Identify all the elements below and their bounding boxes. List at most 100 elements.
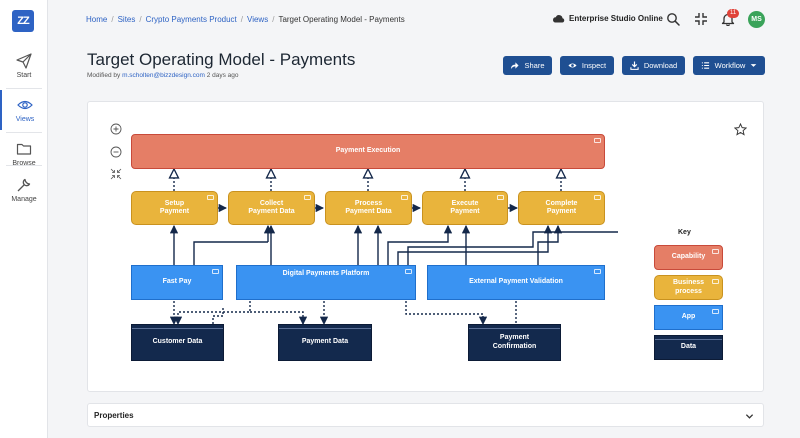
nav-label-manage: Manage bbox=[11, 196, 37, 203]
left-rail: ZZ Start Views Browse Manage bbox=[0, 0, 48, 438]
key-capability: Capability bbox=[654, 245, 723, 270]
app-type-icon bbox=[212, 269, 219, 274]
capability-type-icon bbox=[712, 249, 719, 254]
modified-by-link[interactable]: m.scholten@bizzdesign.com bbox=[122, 72, 205, 79]
process-type-icon bbox=[304, 195, 311, 200]
app-label: Fast Pay bbox=[162, 278, 192, 286]
process-label: Execute Payment bbox=[450, 199, 480, 215]
app-digital-payments-platform[interactable]: Digital Payments Platform bbox=[236, 265, 416, 300]
nav-item-manage[interactable]: Manage bbox=[0, 170, 48, 210]
notification-badge: 11 bbox=[727, 9, 740, 18]
process-process-payment-data[interactable]: Process Payment Data bbox=[325, 191, 412, 225]
share-arrow-icon bbox=[511, 62, 520, 70]
key-label: Business process bbox=[672, 279, 705, 295]
share-button[interactable]: Share bbox=[503, 56, 552, 75]
app-fast-pay[interactable]: Fast Pay bbox=[131, 265, 223, 300]
app-label: Digital Payments Platform bbox=[282, 270, 370, 277]
app-external-payment-validation[interactable]: External Payment Validation bbox=[427, 265, 605, 300]
chevron-down-icon bbox=[745, 414, 754, 419]
process-type-icon bbox=[497, 195, 504, 200]
cloud-icon bbox=[553, 15, 565, 23]
properties-panel-toggle[interactable]: Properties bbox=[87, 403, 764, 427]
app-label: External Payment Validation bbox=[469, 278, 563, 286]
process-execute-payment[interactable]: Execute Payment bbox=[422, 191, 508, 225]
data-payment-data[interactable]: Payment Data bbox=[278, 324, 372, 361]
process-type-icon bbox=[207, 195, 214, 200]
process-setup-payment[interactable]: Setup Payment bbox=[131, 191, 218, 225]
process-label: Complete Payment bbox=[545, 199, 578, 215]
download-button[interactable]: Download bbox=[622, 56, 685, 75]
collapse-icon[interactable] bbox=[694, 12, 708, 26]
process-type-icon bbox=[401, 195, 408, 200]
key-label: Capability bbox=[671, 253, 706, 261]
workflow-label: Workflow bbox=[714, 61, 746, 70]
key-label: App bbox=[681, 313, 696, 321]
modified-when: 2 days ago bbox=[206, 72, 239, 79]
search-icon[interactable] bbox=[666, 12, 680, 26]
share-label: Share bbox=[524, 61, 545, 70]
nav-label-views: Views bbox=[15, 116, 35, 123]
paper-plane-icon bbox=[16, 53, 32, 69]
breadcrumb: Home/Sites/Crypto Payments Product/Views… bbox=[86, 15, 405, 24]
nav-item-browse[interactable]: Browse bbox=[0, 134, 48, 174]
inspect-button[interactable]: Inspect bbox=[560, 56, 614, 75]
process-type-icon bbox=[594, 195, 601, 200]
process-label: Collect Payment Data bbox=[248, 199, 295, 215]
nav-item-views[interactable]: Views bbox=[0, 90, 48, 130]
avatar[interactable]: MS bbox=[748, 11, 765, 28]
breadcrumb-home[interactable]: Home bbox=[86, 15, 108, 24]
diagram-canvas[interactable]: Payment Execution Setup Payment Collect … bbox=[87, 101, 764, 392]
modified-prefix: Modified by bbox=[87, 72, 121, 79]
eye-icon bbox=[17, 100, 33, 110]
zoom-out-icon[interactable] bbox=[110, 146, 122, 158]
key-app: App bbox=[654, 305, 723, 330]
capability-payment-execution[interactable]: Payment Execution bbox=[131, 134, 605, 169]
fit-to-screen-icon[interactable] bbox=[110, 168, 122, 180]
app-logo[interactable]: ZZ bbox=[12, 10, 34, 32]
zoom-in-icon[interactable] bbox=[110, 123, 122, 135]
key-title: Key bbox=[678, 229, 691, 236]
process-type-icon bbox=[712, 279, 719, 284]
process-label: Process Payment Data bbox=[345, 199, 392, 215]
data-customer-data[interactable]: Customer Data bbox=[131, 324, 224, 361]
nav-item-start[interactable]: Start bbox=[0, 46, 48, 86]
app-type-icon bbox=[712, 309, 719, 314]
breadcrumb-views[interactable]: Views bbox=[247, 15, 269, 24]
process-collect-payment-data[interactable]: Collect Payment Data bbox=[228, 191, 315, 225]
breadcrumb-current: Target Operating Model - Payments bbox=[278, 15, 405, 24]
data-label: Customer Data bbox=[152, 338, 203, 346]
nav-label-browse: Browse bbox=[12, 160, 36, 167]
nav-divider bbox=[6, 165, 42, 166]
data-payment-confirmation[interactable]: Payment Confirmation bbox=[468, 324, 561, 361]
download-label: Download bbox=[643, 61, 678, 70]
data-label: Payment Confirmation bbox=[492, 334, 537, 350]
studio-selector[interactable]: Enterprise Studio Online bbox=[552, 14, 663, 23]
caret-down-icon bbox=[751, 64, 757, 67]
breadcrumb-site[interactable]: Crypto Payments Product bbox=[145, 15, 237, 24]
key-data: Data bbox=[654, 335, 723, 360]
wrench-icon bbox=[17, 178, 31, 192]
favorite-star-icon[interactable] bbox=[734, 123, 747, 136]
app-type-icon bbox=[405, 269, 412, 274]
studio-label: Enterprise Studio Online bbox=[569, 14, 663, 23]
modified-info: Modified by m.scholten@bizzdesign.com 2 … bbox=[87, 72, 239, 79]
page-title: Target Operating Model - Payments bbox=[87, 50, 356, 69]
folder-icon bbox=[16, 143, 32, 155]
diagram-connectors bbox=[88, 102, 618, 326]
nav-label-start: Start bbox=[16, 72, 32, 79]
properties-label: Properties bbox=[94, 411, 134, 420]
breadcrumb-sites[interactable]: Sites bbox=[117, 15, 136, 24]
eye-icon bbox=[568, 63, 577, 68]
nav-divider bbox=[6, 88, 42, 89]
download-icon bbox=[630, 61, 639, 70]
key-label: Data bbox=[680, 343, 697, 351]
list-icon bbox=[701, 62, 709, 69]
data-label: Payment Data bbox=[301, 338, 349, 346]
process-complete-payment[interactable]: Complete Payment bbox=[518, 191, 605, 225]
workflow-button[interactable]: Workflow bbox=[693, 56, 765, 75]
process-label: Setup Payment bbox=[159, 199, 190, 215]
inspect-label: Inspect bbox=[581, 61, 607, 70]
top-bar: Home/Sites/Crypto Payments Product/Views… bbox=[48, 0, 800, 40]
nav-divider bbox=[6, 132, 42, 133]
app-type-icon bbox=[594, 269, 601, 274]
